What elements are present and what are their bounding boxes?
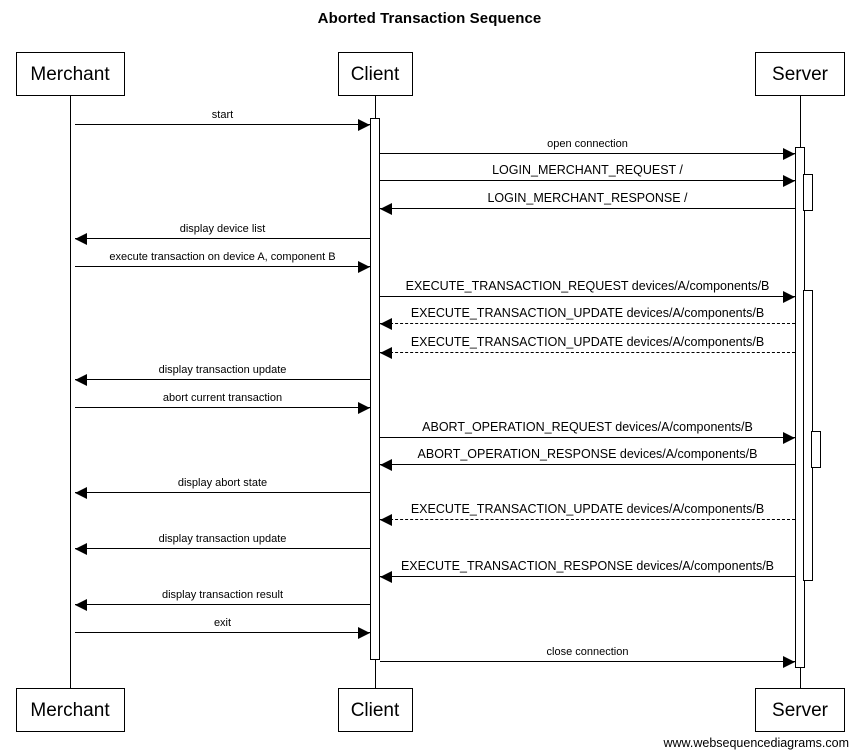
arrow-head-right-icon xyxy=(783,432,795,444)
arrow-head-right-icon xyxy=(783,656,795,668)
message-label: EXECUTE_TRANSACTION_UPDATE devices/A/com… xyxy=(410,502,765,516)
message-label: EXECUTE_TRANSACTION_UPDATE devices/A/com… xyxy=(410,306,765,320)
arrow-head-left-icon xyxy=(380,459,392,471)
arrow-head-left-icon xyxy=(75,374,87,386)
message-label: ABORT_OPERATION_REQUEST devices/A/compon… xyxy=(422,420,753,434)
actor-label: Server xyxy=(772,699,828,721)
message-line xyxy=(380,323,795,324)
message-label: abort current transaction xyxy=(162,392,283,404)
message-label: LOGIN_MERCHANT_REQUEST / xyxy=(492,163,683,177)
arrow-head-left-icon xyxy=(75,487,87,499)
arrow-head-right-icon xyxy=(358,119,370,131)
message-label: display transaction update xyxy=(158,364,287,376)
arrow-head-left-icon xyxy=(380,347,392,359)
actor-label: Client xyxy=(350,699,400,721)
message-line xyxy=(380,180,795,181)
message-label: EXECUTE_TRANSACTION_REQUEST devices/A/co… xyxy=(405,279,770,293)
arrow-head-right-icon xyxy=(783,148,795,160)
message-label: ABORT_OPERATION_RESPONSE devices/A/compo… xyxy=(417,447,758,461)
actor-box-client-bottom[interactable]: Client xyxy=(337,688,413,732)
message-line xyxy=(380,437,795,438)
message-line xyxy=(75,266,370,267)
message-line xyxy=(75,548,370,549)
message-label: EXECUTE_TRANSACTION_UPDATE devices/A/com… xyxy=(410,335,765,349)
message-line xyxy=(380,576,795,577)
page-title: Aborted Transaction Sequence xyxy=(317,10,542,27)
actor-label: Merchant xyxy=(30,699,110,721)
message-label: open connection xyxy=(547,138,628,150)
message-label: execute transaction on device A, compone… xyxy=(109,251,336,263)
message-label: EXECUTE_TRANSACTION_RESPONSE devices/A/c… xyxy=(400,559,775,573)
actor-label: Client xyxy=(350,63,400,85)
message-line xyxy=(75,604,370,605)
activation-bar-client xyxy=(370,118,380,660)
message-label: display transaction update xyxy=(158,533,287,545)
actor-label: Merchant xyxy=(30,63,110,85)
arrow-head-right-icon xyxy=(783,291,795,303)
arrow-head-left-icon xyxy=(380,203,392,215)
arrow-head-right-icon xyxy=(358,261,370,273)
message-label: LOGIN_MERCHANT_RESPONSE / xyxy=(487,191,688,205)
message-line xyxy=(75,238,370,239)
message-line xyxy=(380,208,795,209)
message-line xyxy=(380,464,795,465)
message-line xyxy=(75,379,370,380)
message-line xyxy=(75,407,370,408)
message-label: exit xyxy=(213,617,232,629)
message-line xyxy=(75,492,370,493)
arrow-head-right-icon xyxy=(358,402,370,414)
message-line xyxy=(75,632,370,633)
arrow-head-left-icon xyxy=(75,233,87,245)
arrow-head-right-icon xyxy=(358,627,370,639)
arrow-head-right-icon xyxy=(783,175,795,187)
message-label: display transaction result xyxy=(161,589,284,601)
lifeline-merchant xyxy=(70,96,71,688)
actor-box-server-bottom[interactable]: Server xyxy=(755,688,845,732)
arrow-head-left-icon xyxy=(75,599,87,611)
arrow-head-left-icon xyxy=(380,514,392,526)
activation-bar-server xyxy=(803,174,813,211)
message-line xyxy=(380,296,795,297)
message-line xyxy=(380,661,795,662)
message-label: display abort state xyxy=(177,477,268,489)
activation-bar-server xyxy=(811,431,821,468)
message-line xyxy=(380,352,795,353)
arrow-head-left-icon xyxy=(380,318,392,330)
arrow-head-left-icon xyxy=(75,543,87,555)
actor-box-merchant-top[interactable]: Merchant xyxy=(15,52,125,96)
message-label: start xyxy=(211,109,234,121)
message-label: display device list xyxy=(179,223,266,235)
actor-box-merchant-bottom[interactable]: Merchant xyxy=(15,688,125,732)
message-line xyxy=(380,153,795,154)
message-label: close connection xyxy=(546,646,629,658)
actor-box-server-top[interactable]: Server xyxy=(755,52,845,96)
footer-credit: www.websequencediagrams.com xyxy=(663,736,849,750)
actor-box-client-top[interactable]: Client xyxy=(337,52,413,96)
arrow-head-left-icon xyxy=(380,571,392,583)
message-line xyxy=(380,519,795,520)
actor-label: Server xyxy=(772,63,828,85)
message-line xyxy=(75,124,370,125)
